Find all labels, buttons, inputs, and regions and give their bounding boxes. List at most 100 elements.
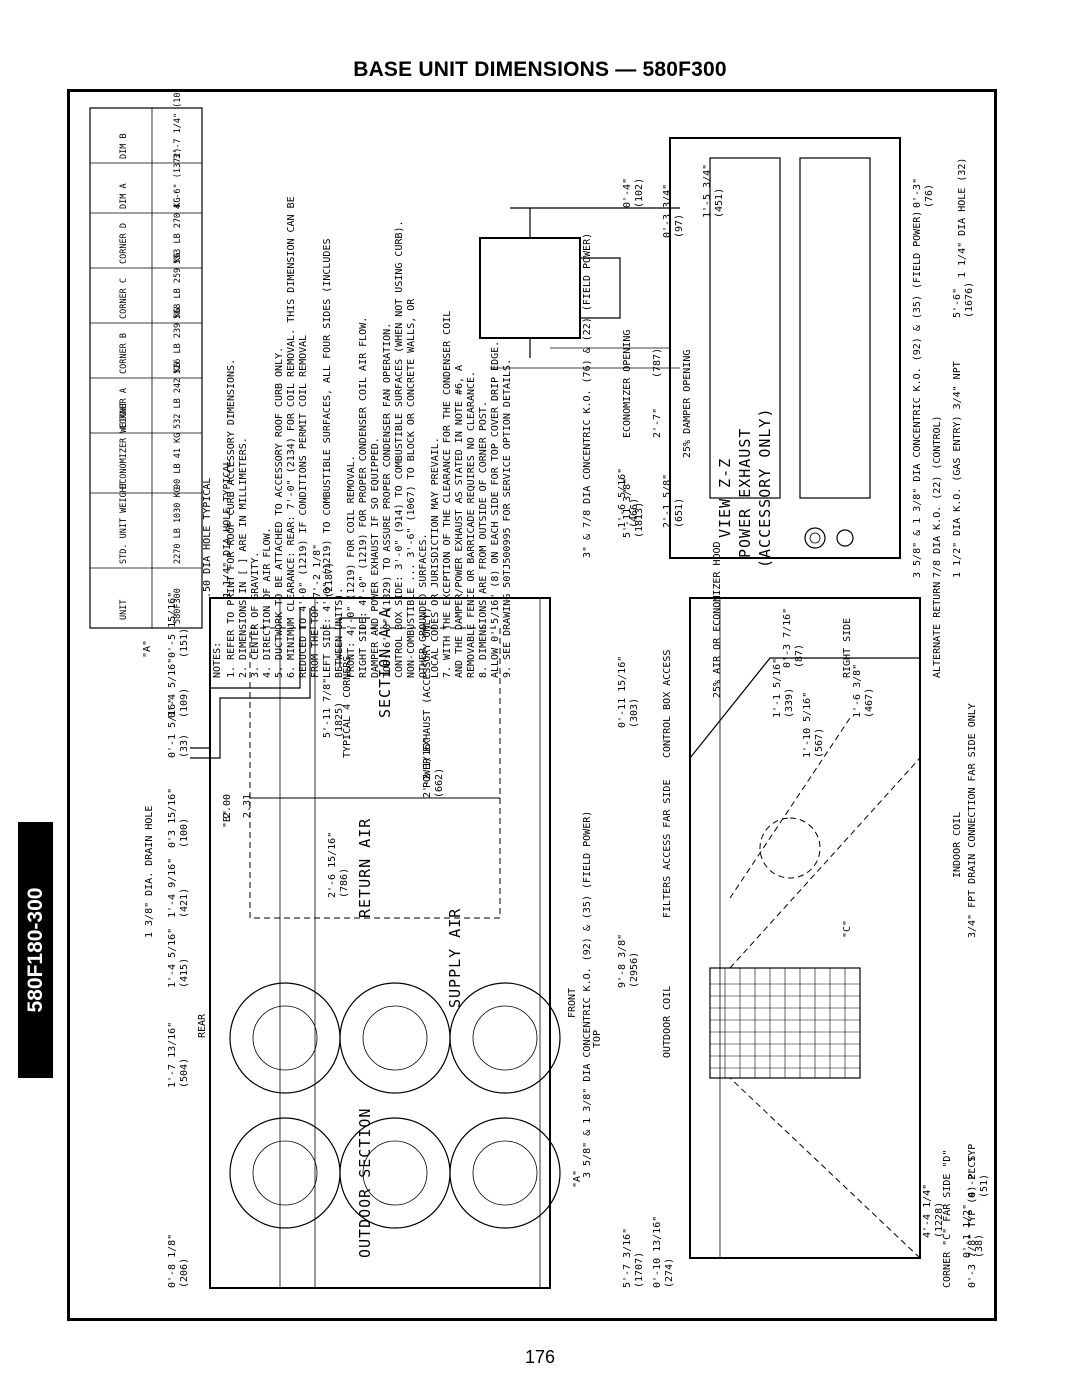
note-line: 8. DIMENSIONS ARE FROM OUTSIDE OF CORNER… [478,401,489,678]
table-header: UNIT [119,600,129,620]
dim-text: (87) [794,644,805,668]
dim-text: (467) [864,688,875,718]
dim-text: 9'-8 3/8" [617,934,628,988]
dim-text: (33) [179,734,190,758]
note-line: REDUCED TO 4'-0" (1219) IF CONDITIONS PE… [298,335,309,678]
dim-text: 2'-2 1/16" [422,738,433,798]
dim-text: OUTDOOR COIL [662,986,673,1058]
dim-text: POWER EXHAUST (ACCESSORY ONLY) [422,607,433,788]
table-header: ECONOMIZER WEIGHT [119,402,129,489]
dim-text: 0'-4 5/16" [167,658,178,718]
note-line: DAMPER AND POWER EXHAUST IF SO EQUIPPED. [370,437,381,678]
table-cell: 532 LB 242 KG [173,362,183,429]
technical-drawing: NOTES: 1. REFER TO PRINT FOR ROOF CURB A… [89,77,990,1289]
table-header: CORNER A [119,388,129,429]
dim-text: (2956) [629,952,640,988]
dim-text: 0'-11 15/16" [617,656,628,728]
dim-text: (451) [714,188,725,218]
dim-text: (1813) [634,502,645,538]
page-number: 176 [524,1347,556,1367]
dim-text: 0'-3" [912,178,923,208]
section-label: SUPPLY AIR [446,908,464,1008]
table-header: CORNER C [119,278,129,319]
dim-text: ECONOMIZER OPENING [622,330,633,438]
note-line: TOP: 6'-0" (1829) TO ASSURE PROPER CONDE… [382,323,393,678]
dim-text: 0'3 15/16" [167,788,178,848]
side-view: OUTDOOR COIL FILTERS ACCESS FAR SIDE IND… [662,541,990,1288]
end-view: 3" & 7/8 DIA CONCENTRIC K.O. (76) & (22)… [582,137,975,578]
dim-text: (2187) [324,562,335,598]
note-line: 1. REFER TO PRINT FOR ROOF CURB ACCESSOR… [226,359,237,678]
section-label: OUTDOOR SECTION [356,1108,374,1258]
orientation-label: RIGHT SIDE [842,618,853,678]
dim-text: 1'-4 5/16" [167,928,178,988]
note-line: LOCAL CODES OR JURISDICTION MAY PREVAIL. [430,437,441,678]
note-line: CONTROL BOX SIDE: 3'-0" (914) TO COMBUST… [394,220,405,678]
dim-text: (567) [814,728,825,758]
dim-text: FILTERS ACCESS FAR SIDE [662,780,673,918]
orientation-label: REAR [197,1013,208,1038]
dim-text: (662) [434,768,445,798]
dim-text: (303) [629,698,640,728]
note-line: 6. MINIMUM CLEARANCE: REAR: 7'-0" (2134)… [286,196,297,678]
dim-text: (504) [179,1058,190,1088]
table-cell: 526 LB 239 KG [173,307,183,374]
dim-text: 5'-7 3/16" [622,1228,633,1288]
view-zz: 2'-1 5/8" (651) 1'-6 5/16" (466) VIEW Z-… [479,207,774,568]
drawing-frame: NOTES: 1. REFER TO PRINT FOR ROOF CURB A… [67,77,997,1321]
dim-text: 5'-11 7/8" [322,678,333,738]
dim-text: 0'-8 1/8" [167,1234,178,1288]
dim-text: CORNER "C" FAR SIDE "D" [942,1150,953,1288]
dim-text: (787) [652,348,663,378]
dim-text: 25% AIR OR ECONOMIZER HOOD [712,541,723,698]
dim-text: TYPICAL 4 CORNERS [342,656,353,758]
dim-text: 1'-5 3/4" [702,164,713,218]
dim-text: 7'-2 1/8" [312,544,323,598]
dim-text: 4'-4 1/4" [922,1184,933,1238]
orientation-label: TOP [592,1030,603,1048]
notes-block: NOTES: 1. REFER TO PRINT FOR ROOF CURB A… [212,196,513,678]
dim-text: (102) [634,178,645,208]
dim-text: 1'-6 5/16" [617,468,628,528]
dim-text: 5'-6" [952,288,963,318]
section-tab-label: 580F180-300 [23,887,47,1013]
note-line: 2. DIMENSIONS IN [ ] ARE IN MILLIMETERS. [238,437,249,678]
notes-heading: NOTES: [212,642,223,678]
dim-text: 1'-7 13/16" [167,1022,178,1088]
outdoor-fans [229,982,561,1229]
table-header: DIM A [119,183,129,209]
table-cell: 3'-7 1/4" (1099) [173,92,183,159]
page-title: BASE UNIT DIMENSIONS — 580F300 [353,58,727,81]
table-cell: 2270 LB 1030 KG [173,487,183,564]
dim-text: (1825) [334,702,345,738]
dim-text: 3 5/8" & 1 3/8" DIA CONCENTRIC K.O. (92)… [582,811,593,1178]
dim-text: (274) [664,1258,675,1288]
dim-text: 3" & 7/8 DIA CONCENTRIC K.O. (76) & (22)… [582,233,593,558]
dim-text: 1 1/4" DIA HOLE (32) [957,158,968,278]
dim-text: (51) [979,1174,990,1198]
dim-text: (109) [179,688,190,718]
top-view: OUTDOOR SECTION SUPPLY AIR RETURN AIR RE… [142,592,675,1289]
dim-text: (421) [179,888,190,918]
mid-dims: 7'-2 1/8" (2187) 5'-11 7/8" (1825) 2'-2 … [312,544,445,798]
note-line: NON-COMBUSTIBLE ... 3'-6" (1067) TO BLOC… [406,298,417,678]
dim-label: "B" [222,810,233,828]
dim-text: 0'-2" TYP [967,1144,978,1198]
table-header: CORNER D [119,223,129,264]
table-cell: 580F300 [173,588,183,624]
dim-text: 0'-1 1/2" [962,1204,973,1258]
note-line: LEFT SIDE: 4'-0" (1219) TO COMBUSTIBLE S… [322,239,333,679]
note-line: RIGHT SIDE: 4'-0" (1219) FOR PROPER COND… [358,317,369,678]
note-line: 5. DUCTWORK TO BE ATTACHED TO ACCESSORY … [274,347,285,678]
dim-text: .50 DIA HOLE TYPICAL [202,478,213,598]
dim-text: 2'-6 15/16" [327,832,338,898]
table-header: CORNER B [119,333,129,374]
note-line: REMOVABLE FENCE OR BARRICADE REQUIRES NO… [466,371,477,678]
dim-text: CONTROL BOX ACCESS [662,650,673,758]
section-tab: 580F180-300 [18,822,53,1078]
dim-text: (466) [629,498,640,528]
dim-text: 0'-3 7/8" TYP (4) PLCS [967,1156,978,1288]
table-cell: 4'-6" (1372) [173,148,183,209]
dim-text: 0'-3 7/16" [782,608,793,668]
dim-text: (1707) [634,1252,645,1288]
